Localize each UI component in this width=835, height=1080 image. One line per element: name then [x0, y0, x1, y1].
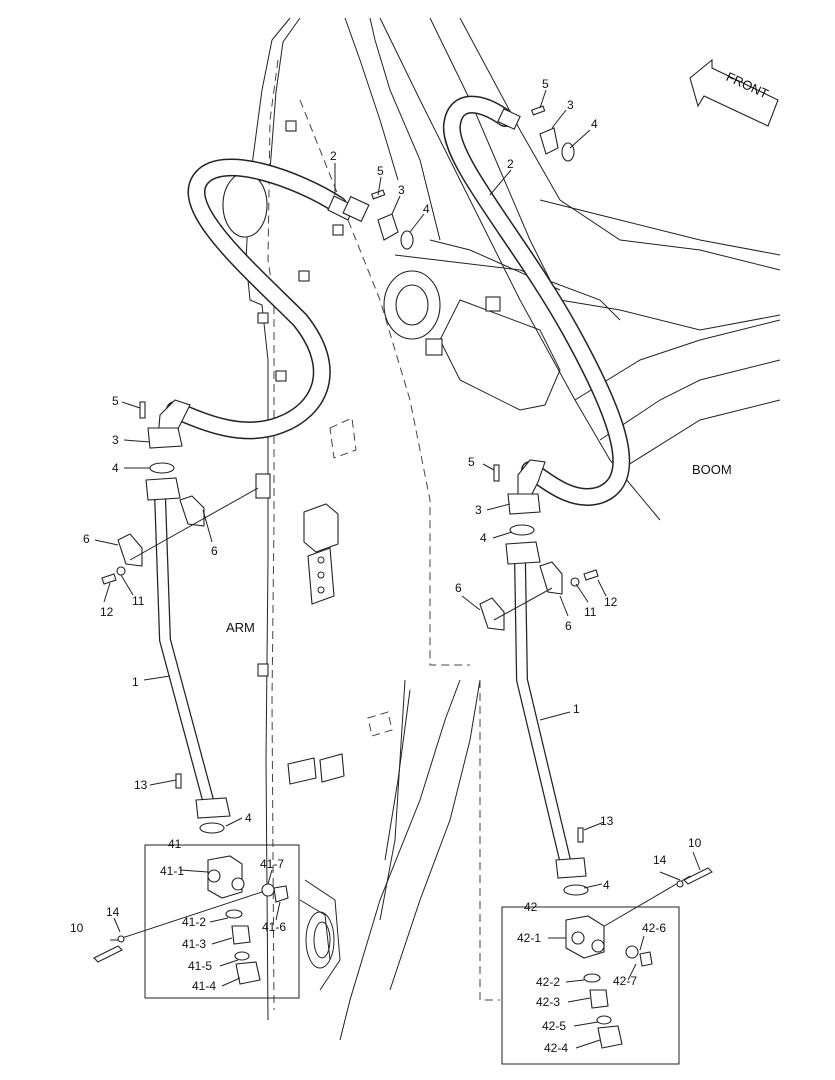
callout-6-right-b: 6: [565, 619, 572, 633]
callout-4-upper-left: 4: [423, 202, 430, 216]
assembly-42: [501, 867, 713, 1065]
callout-3-left: 3: [112, 433, 119, 447]
arm-label: ARM: [226, 620, 255, 635]
callout-2-right: 2: [507, 157, 514, 171]
callout-13-left: 13: [134, 778, 148, 792]
callout-1-left: 1: [132, 675, 139, 689]
callout-6-left-b: 6: [211, 544, 218, 558]
callout-42-2: 42-2: [536, 975, 560, 989]
callout-42-3: 42-3: [536, 995, 560, 1009]
callout-42-6: 42-6: [642, 921, 666, 935]
callout-42-7: 42-7: [613, 974, 637, 988]
callout-2-left: 2: [330, 149, 337, 163]
callout-5-left: 5: [112, 394, 119, 408]
assembly-41: [93, 844, 300, 999]
hose-2-right: [442, 95, 631, 506]
callout-4-lower-right: 4: [603, 878, 610, 892]
callout-5-upper-left: 5: [377, 164, 384, 178]
callout-11-left: 11: [132, 594, 145, 608]
callout-14-left: 14: [106, 905, 120, 919]
callout-42: 42: [524, 900, 538, 914]
callout-41-7: 41-7: [260, 857, 284, 871]
callout-5-upper-right: 5: [542, 77, 549, 91]
callout-14-right: 14: [653, 853, 667, 867]
callout-42-1: 42-1: [517, 931, 541, 945]
pipe-1-right: [514, 559, 571, 862]
callout-10-right: 10: [688, 836, 702, 850]
callout-6-right-a: 6: [455, 581, 462, 595]
callout-3-upper-right: 3: [567, 98, 574, 112]
pipe-1-left: [154, 494, 214, 802]
callout-42-4: 42-4: [544, 1041, 568, 1055]
callout-41-6: 41-6: [262, 920, 286, 934]
hose-2-left: [166, 158, 370, 440]
callout-3-right: 3: [475, 503, 482, 517]
callout-42-5: 42-5: [542, 1019, 566, 1033]
callout-41-1: 41-1: [160, 864, 184, 878]
callout-41-4: 41-4: [192, 979, 216, 993]
fittings: [101, 105, 599, 896]
boom-label: BOOM: [692, 462, 732, 477]
callout-10-left: 10: [70, 921, 84, 935]
callout-5-right: 5: [468, 455, 475, 469]
leader-lines: [94, 89, 701, 941]
callout-1-right: 1: [573, 702, 580, 716]
assembly-42-box: [501, 906, 680, 1065]
callout-11-right: 11: [584, 605, 597, 619]
machine-structure: [222, 17, 781, 1041]
callout-12-left: 12: [100, 605, 114, 619]
callout-6-left-a: 6: [83, 532, 90, 546]
callout-41: 41: [168, 837, 182, 851]
callout-12-right: 12: [604, 595, 618, 609]
callout-4-upper-right: 4: [591, 117, 598, 131]
callout-41-2: 41-2: [182, 915, 206, 929]
callout-41-3: 41-3: [182, 937, 206, 951]
callout-3-upper-left: 3: [398, 183, 405, 197]
callout-4-lower-left: 4: [245, 811, 252, 825]
callout-4-left: 4: [112, 461, 119, 475]
assembly-41-box: [144, 844, 300, 999]
callout-4-right: 4: [480, 531, 487, 545]
callout-13-right: 13: [600, 814, 614, 828]
callout-41-5: 41-5: [188, 959, 212, 973]
